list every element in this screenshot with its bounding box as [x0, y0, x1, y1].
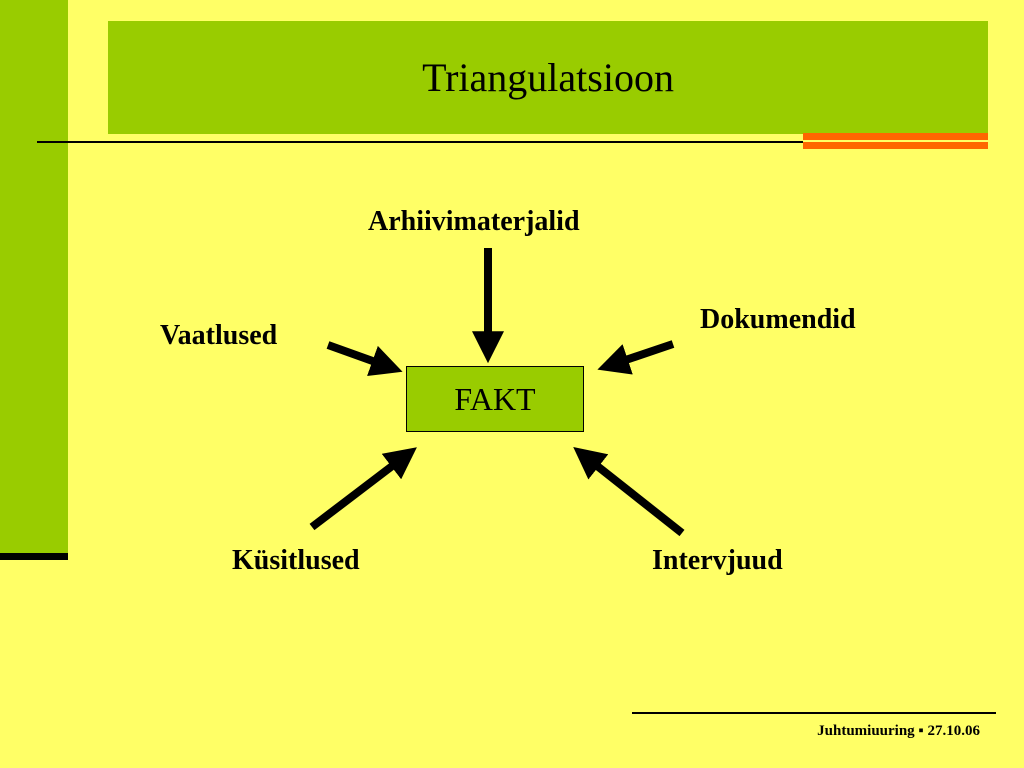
arrow-lower-right [573, 447, 685, 537]
source-label-upper-right: Dokumendid [700, 304, 856, 335]
arrow-lower-left [309, 447, 417, 531]
footer-rule [632, 712, 996, 714]
center-label: FAKT [454, 380, 536, 417]
arrow-upper-right [597, 340, 675, 375]
source-label-top: Arhiivimaterjalid [368, 206, 580, 237]
source-label-upper-left: Vaatlused [160, 320, 278, 351]
center-box: FAKT [406, 366, 584, 432]
source-label-lower-left: Küsitlused [232, 545, 360, 576]
source-label-lower-right: Intervjuud [652, 545, 783, 576]
orange-accent-line [803, 140, 988, 142]
arrow-upper-left [326, 341, 403, 377]
footer-text: Juhtumiuuring ▪ 27.10.06 [817, 723, 980, 739]
title-banner: Triangulatsioon [108, 21, 988, 134]
left-accent-bar-base [0, 553, 68, 560]
title-rule [37, 141, 988, 143]
slide-title: Triangulatsioon [422, 55, 674, 100]
left-accent-bar [0, 0, 68, 554]
